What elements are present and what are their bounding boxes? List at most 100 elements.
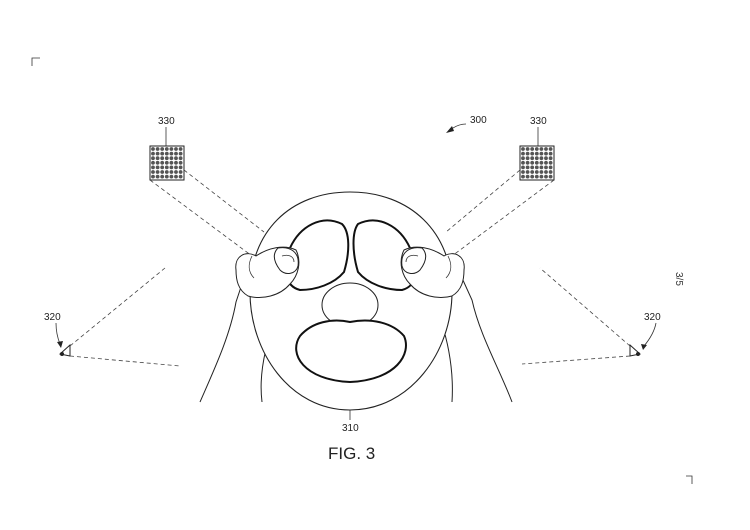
beam-left-lower — [149, 179, 253, 257]
emitter-element — [178, 147, 183, 151]
camera-left-fov-lower — [69, 355, 181, 367]
wheel-opening-lower — [295, 319, 407, 384]
emitter-element — [178, 165, 183, 170]
ref-320-left-label: 320 — [44, 312, 61, 323]
camera-right-lens — [636, 352, 640, 356]
corner-mark-bottom-right — [686, 475, 693, 484]
emitter-element — [169, 174, 174, 179]
emitter-element — [164, 147, 169, 151]
emitter-element — [174, 170, 178, 174]
emitter-element — [169, 165, 174, 170]
emitter-element — [534, 151, 539, 156]
emitter-element — [539, 160, 544, 165]
emitter-element — [525, 156, 530, 161]
emitter-element — [534, 174, 539, 179]
emitter-element — [548, 174, 553, 179]
emitter-element — [151, 147, 155, 151]
emitter-element — [548, 170, 553, 174]
emitter-element — [160, 147, 165, 151]
emitter-element — [539, 151, 544, 156]
emitter-element — [530, 160, 535, 165]
emitter-element — [525, 151, 530, 156]
beam-left-upper — [183, 169, 265, 233]
emitter-element — [178, 160, 183, 165]
emitter-element — [155, 147, 160, 151]
emitter-element — [164, 170, 169, 174]
emitter-element — [548, 160, 553, 165]
emitter-element — [521, 170, 525, 174]
emitter-element — [160, 174, 165, 179]
emitter-element — [164, 165, 169, 170]
emitter-element — [534, 160, 539, 165]
beam-right-lower — [451, 179, 555, 257]
emitter-element — [548, 156, 553, 161]
emitter-element — [174, 151, 178, 156]
emitter-element — [525, 147, 530, 151]
emitter-element — [178, 156, 183, 161]
emitter-element — [155, 156, 160, 161]
emitter-element — [548, 147, 553, 151]
right-thumb — [401, 247, 427, 274]
camera-left-fov-upper — [69, 267, 166, 347]
emitter-element — [539, 170, 544, 174]
emitter-element — [174, 174, 178, 179]
emitter-element — [164, 156, 169, 161]
camera-left-lens — [60, 352, 64, 356]
beam-right-upper — [445, 169, 521, 233]
emitter-element — [548, 151, 553, 156]
ref-330-right-label: 330 — [530, 116, 547, 127]
emitter-element — [525, 165, 530, 170]
emitter-element — [530, 156, 535, 161]
emitter-element — [548, 165, 553, 170]
emitter-element — [151, 151, 155, 156]
emitter-element — [530, 174, 535, 179]
emitter-element — [525, 170, 530, 174]
emitter-element — [544, 174, 548, 179]
ref-330-left-label: 330 — [158, 116, 175, 127]
emitter-element — [525, 160, 530, 165]
left-hand — [235, 246, 300, 298]
emitter-element — [178, 151, 183, 156]
emitter-element — [169, 156, 174, 161]
emitter-element — [544, 170, 548, 174]
emitter-element — [530, 151, 535, 156]
emitter-element — [169, 151, 174, 156]
emitter-element — [539, 174, 544, 179]
left-thumbnail — [281, 254, 295, 263]
emitter-element — [544, 156, 548, 161]
sheet-number: 3/5 — [673, 272, 684, 286]
emitter-element — [534, 147, 539, 151]
emitter-element — [155, 151, 160, 156]
emitter-element — [521, 165, 525, 170]
emitter-element — [169, 160, 174, 165]
ref-300-label: 300 — [470, 115, 487, 126]
emitter-element — [155, 160, 160, 165]
emitter-right — [519, 145, 555, 181]
emitter-element — [534, 170, 539, 174]
emitter-element — [174, 156, 178, 161]
emitter-element — [530, 170, 535, 174]
ref-320-left-arrowhead — [57, 341, 63, 348]
emitter-element — [160, 165, 165, 170]
emitter-element — [164, 151, 169, 156]
corner-mark-top-left — [31, 57, 40, 66]
emitter-element — [178, 174, 183, 179]
right-hand — [400, 246, 465, 298]
emitter-element — [530, 165, 535, 170]
emitter-element — [178, 170, 183, 174]
emitter-element — [539, 165, 544, 170]
emitter-element — [151, 170, 155, 174]
emitter-element — [151, 156, 155, 161]
emitter-element — [151, 165, 155, 170]
emitter-element — [151, 174, 155, 179]
emitter-element — [160, 170, 165, 174]
emitter-element — [544, 165, 548, 170]
emitter-element — [539, 156, 544, 161]
figure-caption: FIG. 3 — [328, 444, 375, 463]
ref-300-arrowhead — [446, 126, 454, 133]
emitter-element — [155, 165, 160, 170]
emitter-element — [534, 165, 539, 170]
emitter-element — [169, 170, 174, 174]
